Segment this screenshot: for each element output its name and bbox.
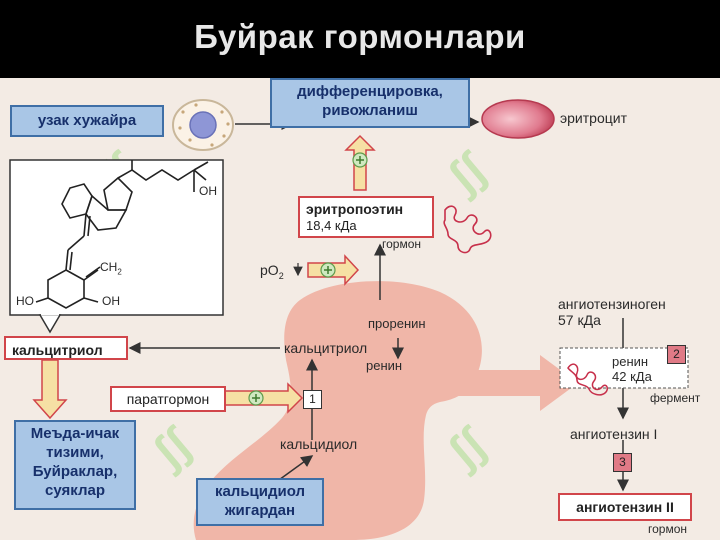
renin-label: ренин bbox=[366, 358, 403, 373]
stem-cell-box: узак хужайра bbox=[10, 105, 164, 137]
erythrocyte-label: эритроцит bbox=[560, 110, 627, 126]
renin-coil-icon bbox=[567, 363, 609, 396]
title-bar: Буйрак гормонлари bbox=[0, 0, 720, 78]
svg-text:ʃʃ: ʃʃ bbox=[437, 416, 497, 478]
renin-enzyme-label: ренин bbox=[612, 354, 649, 369]
epo-up-arrow bbox=[344, 134, 376, 191]
po2-label: pO2 bbox=[260, 262, 284, 281]
svg-text:ʃʃ: ʃʃ bbox=[437, 141, 497, 203]
svg-text:ʃʃ: ʃʃ bbox=[142, 416, 202, 478]
calcidiol-label: кальцидиол bbox=[280, 436, 358, 452]
prorenin-label: проренин bbox=[368, 316, 426, 331]
angiotensin-i-label: ангиотензин I bbox=[570, 426, 658, 442]
structure-ch2-text: CH bbox=[100, 260, 118, 274]
parathormone-box: паратгормон bbox=[110, 386, 226, 412]
angiotensin-ii-label: ангиотензин II bbox=[576, 499, 674, 515]
differentiation-box: дифференцировка, ривожланиш bbox=[270, 78, 470, 128]
po2-subscript: 2 bbox=[278, 270, 284, 281]
erythropoietin-box: эритропоэтин 18,4 кДа bbox=[298, 196, 434, 238]
structure-ho: HO bbox=[16, 294, 34, 308]
stem-cell-label: узак хужайра bbox=[37, 112, 137, 129]
epo-mass: 18,4 кДа bbox=[306, 218, 357, 233]
parathormone-arrow bbox=[221, 382, 304, 414]
epo-hormone-label: гормон bbox=[382, 237, 422, 251]
calcitriol-label: кальцитриол bbox=[284, 340, 368, 356]
angiotensin-ii-box: ангиотензин II bbox=[558, 493, 692, 521]
angiotensinogen-label: ангиотензиноген bbox=[558, 296, 666, 312]
step-3-box: 3 bbox=[613, 453, 632, 472]
intestine-box: Меъда-ичак тизими, Буйраклар, суяклар bbox=[14, 420, 136, 510]
intestine-line-2: тизими, bbox=[46, 444, 104, 461]
differentiation-line-2: ривожланиш bbox=[322, 102, 418, 119]
kidney-shape bbox=[193, 281, 482, 540]
renin-secretion-arrow bbox=[420, 355, 578, 411]
intestine-line-1: Меъда-ичак bbox=[30, 425, 120, 442]
liver-line-1: кальцидиол bbox=[214, 483, 306, 500]
step-2-box: 2 bbox=[667, 345, 686, 364]
structure-ch2-subscript: 2 bbox=[117, 267, 122, 277]
calcitriol-down-arrow bbox=[32, 359, 68, 420]
intestine-line-4: суяклар bbox=[45, 482, 105, 499]
erythrocyte-icon bbox=[481, 99, 555, 139]
po2-arrow bbox=[307, 254, 360, 286]
protein-coil-icon bbox=[443, 205, 492, 254]
step-1-box: 1 bbox=[303, 390, 322, 409]
po2-text: pO bbox=[260, 262, 279, 278]
angiotensinogen-mass: 57 кДа bbox=[558, 312, 601, 328]
enzyme-label: фермент bbox=[650, 391, 701, 405]
renin-enzyme-mass: 42 кДа bbox=[612, 369, 652, 384]
calcitriol-box: кальцитриол bbox=[4, 336, 128, 360]
structure-oh-bottom: OH bbox=[102, 294, 120, 308]
differentiation-line-1: дифференцировка, bbox=[297, 83, 443, 100]
calcitriol-structure bbox=[35, 160, 209, 309]
intestine-line-3: Буйраклар, bbox=[32, 463, 118, 480]
structure-oh-top: OH bbox=[199, 184, 217, 198]
stem-cell-icon bbox=[172, 99, 234, 151]
liver-calcidiol-box: кальцидиол жигардан bbox=[196, 478, 324, 526]
slide-title: Буйрак гормонлари bbox=[194, 18, 526, 55]
structure-ch2: CH2 bbox=[100, 260, 122, 276]
liver-line-2: жигардан bbox=[224, 502, 296, 519]
parathormone-label: паратгормон bbox=[126, 391, 210, 407]
epo-name: эритропоэтин bbox=[306, 201, 404, 217]
angiotensin-hormone-label: гормон bbox=[648, 522, 688, 536]
calcitriol-box-label: кальцитриол bbox=[12, 342, 103, 358]
